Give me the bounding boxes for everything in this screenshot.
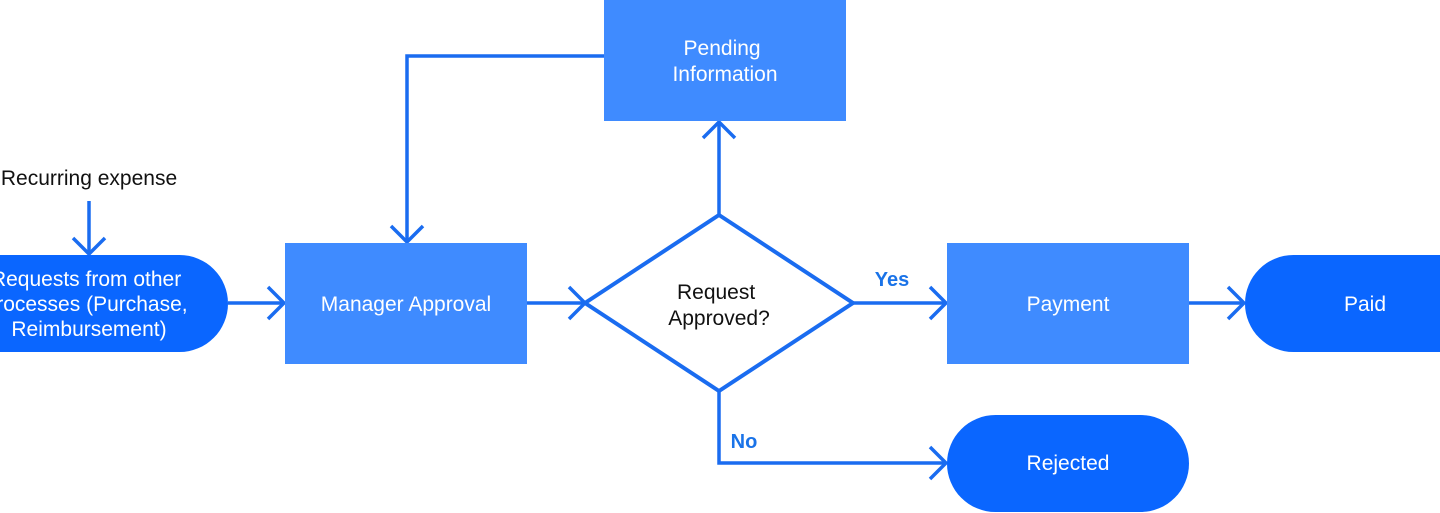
edge-label-no: No bbox=[731, 431, 758, 453]
decision-text: Request Approved? bbox=[668, 281, 770, 330]
decision-shape bbox=[581, 212, 857, 394]
paid-shape bbox=[1245, 255, 1440, 352]
pending-information-text: Pending Information bbox=[672, 37, 777, 86]
connectors bbox=[71, 54, 1247, 481]
arrowhead-decision-to-payment bbox=[928, 285, 949, 321]
requests-source-node: Requests from other processes (Purchase,… bbox=[0, 255, 228, 352]
requests-source-shape bbox=[0, 255, 228, 352]
paid-text: Paid bbox=[1344, 293, 1386, 316]
requests-source-line-2: processes (Purchase, bbox=[0, 293, 188, 316]
requests-source-line-1: Requests from other bbox=[0, 268, 181, 291]
edge-label-yes: Yes bbox=[875, 269, 909, 291]
manager-approval-shape bbox=[285, 243, 527, 364]
payment-text: Payment bbox=[1027, 293, 1110, 316]
rejected-node: Rejected bbox=[947, 415, 1189, 512]
decision-node: Request Approved? bbox=[581, 212, 857, 394]
connector-decision-to-rejected bbox=[717, 391, 946, 465]
decision-line-2: Approved? bbox=[668, 307, 770, 330]
rejected-text: Rejected bbox=[1027, 452, 1110, 475]
requests-source-text: Requests from other processes (Purchase,… bbox=[0, 268, 193, 341]
payment-node: Payment bbox=[947, 243, 1189, 364]
arrowhead-decision-to-rejected bbox=[928, 445, 949, 481]
paid-node: Paid bbox=[1245, 255, 1440, 352]
recurring-expense-label: Recurring expense bbox=[1, 167, 177, 190]
decision-line-1: Request bbox=[677, 281, 755, 304]
pending-information-line-1: Pending bbox=[684, 37, 761, 60]
payment-shape bbox=[947, 243, 1189, 364]
arrowhead-payment-to-paid bbox=[1226, 285, 1247, 321]
pending-information-node: Pending Information bbox=[604, 0, 846, 121]
arrowhead-recurring-to-requests bbox=[71, 236, 107, 257]
rejected-shape bbox=[947, 415, 1189, 512]
arrowhead-decision-to-pending bbox=[701, 119, 737, 140]
pending-information-shape bbox=[604, 0, 846, 121]
pending-information-line-2: Information bbox=[672, 63, 777, 86]
arrowhead-pending-to-manager bbox=[389, 224, 425, 245]
arrowhead-requests-to-manager bbox=[266, 285, 287, 321]
manager-approval-text: Manager Approval bbox=[321, 293, 491, 316]
connector-pending-to-manager bbox=[405, 54, 604, 242]
manager-approval-node: Manager Approval bbox=[285, 243, 527, 364]
requests-source-line-3: Reimbursement) bbox=[11, 318, 166, 341]
